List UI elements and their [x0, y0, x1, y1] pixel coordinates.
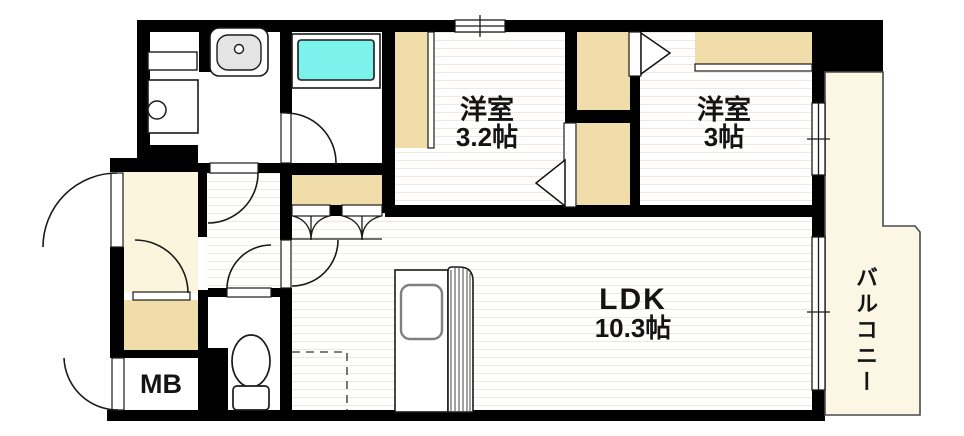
closet-western-3-top: [695, 32, 812, 64]
washroom-counter: [147, 51, 198, 71]
room-label-western-3-2: 洋室 3.2帖: [405, 96, 569, 151]
wall: [199, 20, 211, 72]
closet-western-3-2: [577, 123, 630, 205]
window-ldk-balcony: [807, 236, 830, 391]
wall: [110, 350, 198, 358]
meter-box-door-arc: [63, 357, 119, 411]
room-size: 3.2帖: [455, 122, 519, 152]
room-label-balcony: バルコニー: [853, 266, 878, 396]
entrance-floor: [123, 172, 198, 293]
bathroom-door-arc: [285, 112, 337, 164]
wall: [280, 32, 292, 113]
meter-box-label: MB: [140, 369, 182, 399]
entrance-door-arc: [42, 172, 118, 248]
washbasin-icon: [209, 27, 269, 77]
wall: [280, 163, 392, 175]
shoe-closet-door-arc: [134, 239, 189, 294]
bathtub-icon: [291, 33, 381, 89]
hall-closet-bifold-leaf: [341, 204, 383, 217]
kitchen-sink-icon: [394, 266, 474, 413]
wall: [137, 145, 198, 172]
room-name: LDK: [599, 283, 667, 316]
wall: [137, 20, 150, 163]
wall: [385, 205, 813, 217]
window-western-3-balcony: [807, 102, 830, 176]
balcony-outline: [824, 71, 921, 416]
refrigerator-space-outline: [292, 351, 348, 410]
wall: [258, 163, 280, 173]
wall: [382, 32, 395, 213]
wall: [271, 288, 280, 297]
meter-box-door-leaf: [111, 357, 125, 411]
wall: [330, 205, 342, 216]
washing-machine-pan-icon: [147, 79, 199, 134]
wall: [630, 75, 640, 205]
toilet-icon: [231, 334, 271, 411]
wall: [110, 247, 124, 358]
wall: [812, 20, 883, 72]
wall: [812, 175, 825, 237]
toilet-door-leaf: [226, 287, 272, 298]
shoe-closet-door-leaf: [132, 291, 191, 301]
wall: [198, 348, 228, 421]
wall: [280, 163, 292, 240]
closet-front-line: [694, 63, 813, 72]
room-label-western-3: 洋室 3帖: [640, 96, 808, 151]
washroom-door-arc: [207, 172, 259, 224]
wall: [565, 32, 577, 110]
wall: [198, 170, 207, 237]
room-name: 洋室: [697, 95, 751, 125]
closet-western-3-2-side: [395, 32, 428, 148]
wall: [505, 20, 812, 32]
wall: [812, 72, 825, 103]
wall: [110, 158, 137, 172]
shoe-closet: [124, 300, 198, 350]
wall: [107, 410, 822, 421]
wall: [208, 288, 227, 297]
closet-door-triangle-icon: [534, 158, 566, 208]
window-top: [454, 15, 506, 37]
wall: [198, 290, 208, 348]
hall-closet-bifold-leaf: [291, 204, 331, 217]
hall-closet-bifold-arcs: [292, 215, 382, 241]
wall: [280, 288, 292, 413]
closet-door-triangle-icon: [640, 31, 672, 76]
closet-western-3: [577, 32, 630, 110]
room-label-ldk: LDK 10.3帖: [557, 285, 709, 342]
room-size: 3帖: [703, 122, 745, 152]
wall: [198, 163, 210, 173]
washroom-door-leaf: [209, 162, 259, 174]
meter-box: [124, 358, 198, 410]
entrance-door-leaf: [110, 172, 124, 248]
ldk-door-leaf: [280, 239, 292, 289]
closet-front-line: [427, 31, 435, 149]
ldk-door-arc: [291, 239, 339, 287]
hallway-floor: [207, 173, 280, 288]
hall-closet: [292, 175, 382, 205]
room-name: 洋室: [460, 95, 514, 125]
wall: [565, 110, 640, 123]
bathroom-door-leaf: [280, 112, 292, 164]
wall: [812, 390, 825, 421]
room-size: 10.3帖: [594, 313, 672, 343]
closet-3-door-leaf: [628, 31, 642, 77]
toilet-door-arc: [226, 244, 272, 290]
